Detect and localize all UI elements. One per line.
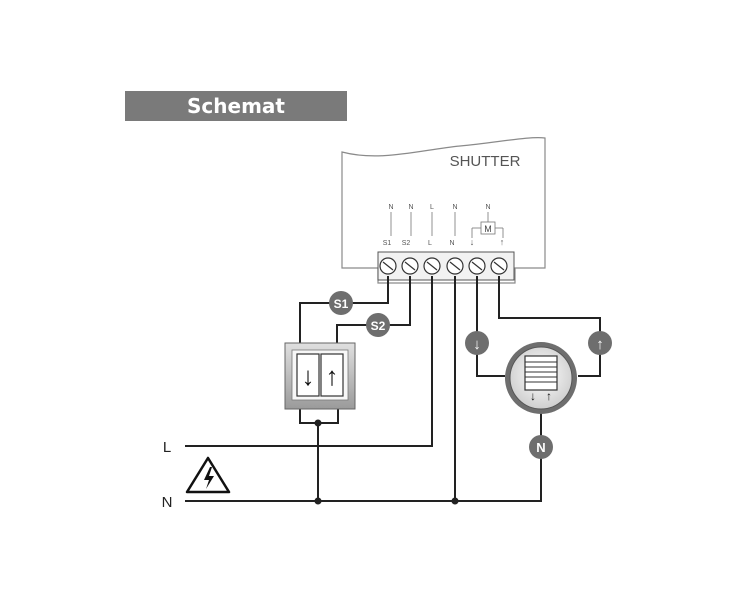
motor-neutral-tag: N — [529, 435, 553, 459]
up-tag: ↑ — [588, 331, 612, 355]
neutral-label: N — [162, 494, 173, 511]
svg-text:↑: ↑ — [546, 389, 552, 403]
terminal-label-down: ↓ — [470, 237, 475, 247]
top-label-s1: N — [388, 204, 393, 211]
top-label-motor: N — [485, 204, 490, 211]
high-voltage-warning-icon — [185, 456, 231, 494]
terminal-label-up: ↑ — [500, 237, 505, 247]
terminal-screws — [379, 257, 508, 275]
double-switch-icon: ↓ ↑ — [284, 342, 356, 410]
line-label: L — [163, 439, 171, 456]
diagram-title: Schemat podłączenia — [125, 91, 347, 148]
internal-schematic — [390, 212, 504, 238]
s2-tag: S2 — [366, 313, 390, 337]
down-tag-label: ↓ — [473, 336, 481, 353]
down-tag: ↓ — [465, 331, 489, 355]
motor-neutral-tag-label: N — [536, 440, 545, 455]
top-label-l: L — [430, 204, 434, 211]
s1-tag-label: S1 — [334, 297, 349, 311]
top-label-n: N — [452, 204, 457, 211]
motor-symbol: M — [484, 224, 492, 234]
terminal-label-l: L — [428, 240, 432, 247]
terminal-label-s1: S1 — [383, 240, 392, 247]
svg-text:↓: ↓ — [530, 389, 536, 403]
switch-down-arrow: ↓ — [302, 361, 315, 391]
shutter-module-body — [341, 137, 546, 284]
roller-shutter-motor-icon: ↓ ↑ — [505, 342, 577, 414]
junction-dots — [314, 419, 459, 505]
wiring — [185, 276, 601, 502]
s1-tag: S1 — [329, 291, 353, 315]
top-label-s2: N — [408, 204, 413, 211]
terminal-label-n: N — [449, 240, 454, 247]
up-tag-label: ↑ — [596, 336, 604, 353]
terminal-label-s2: S2 — [402, 240, 411, 247]
module-name: SHUTTER — [450, 153, 521, 170]
s2-tag-label: S2 — [371, 319, 386, 333]
switch-up-arrow: ↑ — [326, 361, 339, 391]
